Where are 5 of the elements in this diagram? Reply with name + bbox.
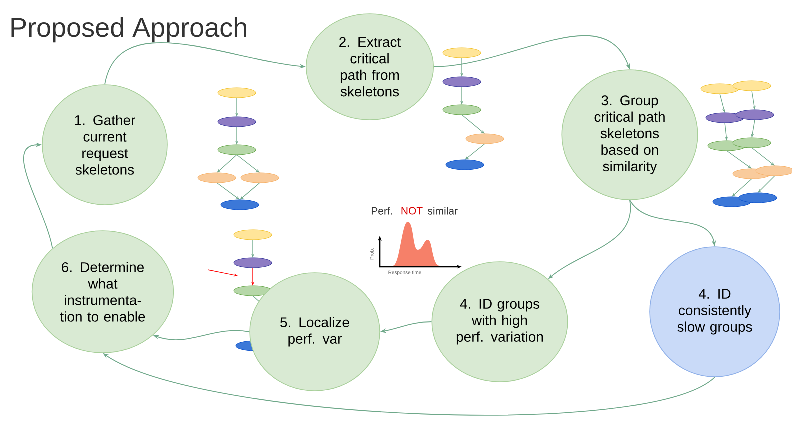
chart-label: Perf.: [372, 207, 392, 215]
arrow: [24, 142, 54, 250]
title: Proposed Approach: [12, 17, 246, 43]
chart-label: similar: [428, 207, 458, 215]
chart-label: NOT: [402, 207, 423, 215]
